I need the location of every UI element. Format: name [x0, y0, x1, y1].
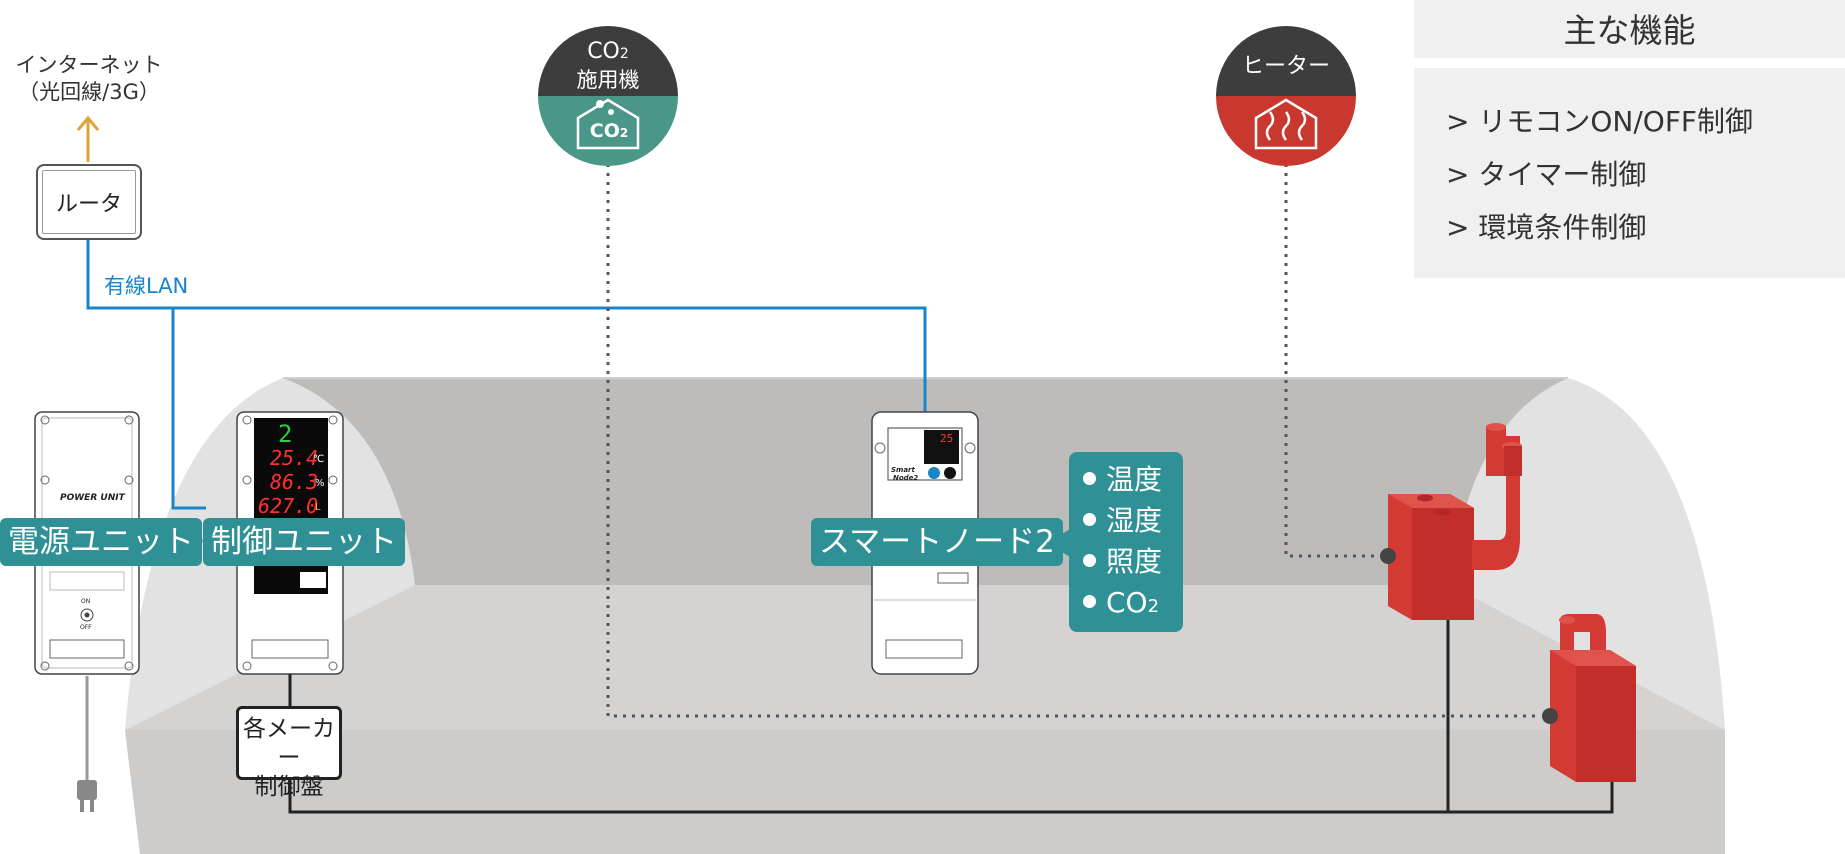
- smart-node-label: スマートノード2: [811, 518, 1063, 566]
- smart-node-display: 25: [940, 432, 954, 445]
- feature-item-environment: > 環境条件制御: [1446, 211, 1647, 244]
- co2-icon-text: CO: [589, 120, 620, 142]
- heater-unit-small: [1542, 614, 1636, 782]
- features-panel-title: 主な機能: [1414, 0, 1845, 58]
- sensor-item-temperature: 温度: [1069, 459, 1183, 500]
- greenhouse-co2-icon: [576, 98, 640, 150]
- maker-control-panel: 各メーカー 制御盤: [236, 706, 342, 800]
- sensor-list: 温度 湿度 照度 CO2: [1069, 452, 1183, 632]
- co2-control-line: [606, 164, 1540, 718]
- sensor-label: 照度: [1106, 545, 1163, 578]
- control-readout-1: 2: [278, 420, 293, 448]
- power-switch-off-label: OFF: [80, 624, 92, 631]
- greenhouse-heat-icon: [1254, 98, 1318, 150]
- sensor-label: 温度: [1106, 463, 1163, 496]
- internet-label: インターネット （光回線/3G）: [14, 52, 164, 106]
- maker-panel-line-1: 各メーカー: [243, 716, 335, 771]
- up-arrow-icon: [76, 115, 100, 162]
- bullet-icon: [1083, 512, 1096, 526]
- co2-title-sub: 2: [619, 46, 629, 62]
- co2-icon-label: CO2: [584, 120, 634, 142]
- power-unit-label: 電源ユニット: [0, 518, 202, 566]
- control-readout-4: 627.0: [258, 494, 319, 518]
- co2-device-circle: [538, 26, 678, 166]
- smart-node-brand-2: Node2: [893, 474, 919, 482]
- power-switch-on-label: ON: [81, 598, 91, 605]
- bullet-icon: [1083, 471, 1096, 485]
- router-box: ルータ: [36, 164, 142, 240]
- maker-panel-wiring: [288, 620, 1614, 814]
- sensor-item-illuminance: 照度: [1069, 541, 1183, 582]
- sensor-label: CO: [1106, 586, 1148, 619]
- sensor-item-humidity: 湿度: [1069, 500, 1183, 541]
- bullet-icon: [1083, 594, 1096, 608]
- wired-lan-label: 有線LAN: [104, 274, 189, 298]
- internet-line-1: インターネット: [15, 53, 163, 77]
- control-readout-2: 25.4: [270, 446, 319, 470]
- heater-device-title: ヒーター: [1241, 54, 1330, 79]
- control-readout-3: 86.3: [270, 470, 319, 494]
- power-unit-panel-text: POWER UNIT: [60, 493, 125, 503]
- sensor-callout-pointer: [1046, 528, 1072, 558]
- control-readout-3-unit: %: [315, 478, 325, 489]
- sensor-label: 湿度: [1106, 504, 1163, 537]
- heater-unit-large: [1380, 423, 1522, 620]
- power-switch-icon: [80, 608, 94, 622]
- co2-icon-sub: 2: [619, 126, 629, 140]
- feature-item-remote: > リモコンON/OFF制御: [1446, 105, 1754, 138]
- wired-lan-line: [86, 238, 927, 510]
- control-readout-2-unit: ℃: [313, 454, 325, 465]
- sensor-subscript: 2: [1147, 596, 1160, 617]
- maker-panel-line-2: 制御盤: [254, 774, 324, 800]
- sensor-item-co2: CO2: [1069, 582, 1183, 623]
- feature-item-timer: > タイマー制御: [1446, 158, 1647, 191]
- control-unit-label: 制御ユニット: [203, 518, 405, 566]
- co2-device-title-1: CO2: [578, 40, 638, 66]
- features-panel: [1414, 68, 1845, 278]
- co2-device-title-2: 施用機: [576, 68, 640, 92]
- router-label: ルータ: [55, 192, 122, 217]
- heater-device-circle: [1216, 26, 1356, 166]
- control-readout-4-unit: L: [315, 502, 321, 513]
- co2-title-text: CO: [587, 39, 620, 64]
- internet-line-2: （光回線/3G）: [18, 80, 160, 104]
- plug-icon: [77, 780, 97, 812]
- smart-node-brand-1: Smart: [891, 466, 915, 474]
- bullet-icon: [1083, 553, 1096, 567]
